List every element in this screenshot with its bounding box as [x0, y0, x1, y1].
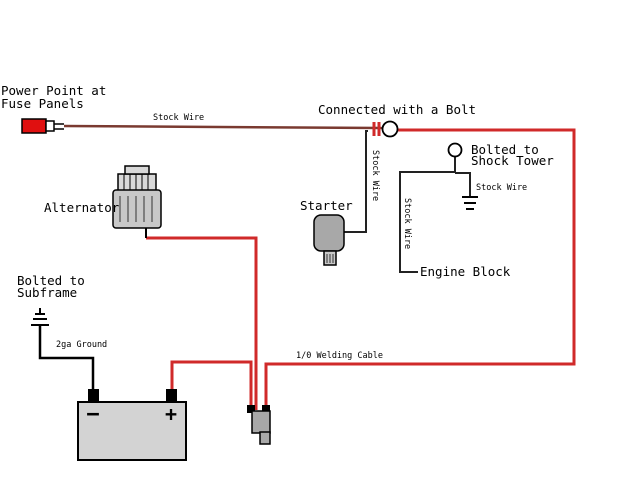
- welding-cable-label: 1/0 Welding Cable: [296, 351, 383, 361]
- disconnect-switch-icon: [247, 405, 271, 445]
- stock-wire-engine-block: [399, 171, 455, 273]
- battery-positive-wire: [170, 360, 253, 410]
- battery-plus-label: +: [165, 402, 177, 426]
- stock-wire-engine-label: Stock Wire: [402, 198, 412, 249]
- stock-wire-shock-ground: [455, 172, 471, 196]
- ground-symbol-icon: [462, 196, 478, 210]
- stock-wire-shock-label: Stock Wire: [476, 183, 527, 193]
- engine-block-label: Engine Block: [420, 264, 511, 279]
- stock-wire-fuse-to-bolt: [63, 124, 383, 130]
- stock-wire-vertical-label: Stock Wire: [370, 150, 380, 201]
- bolt-ring-icon: [372, 120, 399, 138]
- plug-icon: [21, 118, 64, 134]
- ground-wire-2ga: [38, 326, 95, 392]
- bolted-shock-label-line1: Bolted to: [471, 142, 539, 157]
- bolted-subframe-label-line2: Subframe: [17, 285, 77, 300]
- bolted-shock-label-line2: Shock Tower: [471, 153, 554, 168]
- subframe-ground-symbol-icon: [31, 308, 49, 326]
- battery-icon: [77, 389, 187, 461]
- battery-minus-label: −: [86, 402, 99, 427]
- starter-label: Starter: [300, 198, 353, 213]
- power-point-label-line2: Fuse Panels: [1, 96, 84, 111]
- alternator-label: Alternator: [44, 200, 120, 215]
- starter-icon: [313, 214, 345, 266]
- stock-wire-top-label: Stock Wire: [153, 113, 204, 123]
- bolted-subframe-label-line1: Bolted to: [17, 273, 85, 288]
- stock-wire-bolt-to-starter: [344, 130, 368, 233]
- welding-cable: [264, 128, 576, 410]
- alternator-icon: [112, 165, 162, 238]
- power-point-label-line1: Power Point at: [1, 83, 106, 98]
- connected-bolt-label: Connected with a Bolt: [318, 102, 476, 117]
- shock-tower-ring-icon: [447, 142, 463, 158]
- ground-2ga-label: 2ga Ground: [56, 340, 107, 350]
- alternator-wire: [146, 236, 258, 410]
